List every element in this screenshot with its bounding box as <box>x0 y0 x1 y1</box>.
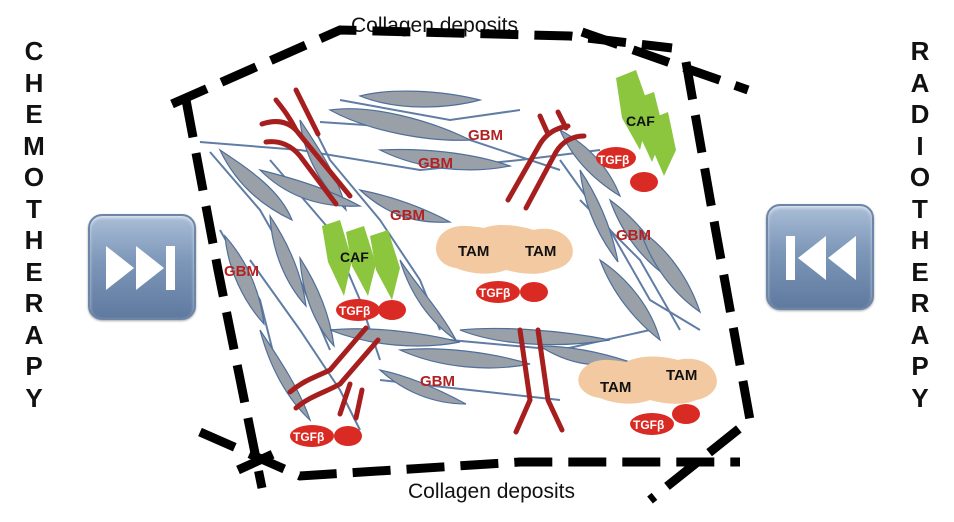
fast-forward-button[interactable] <box>88 214 196 320</box>
tgfb-center: TGFβ <box>476 281 548 303</box>
vertical-letter: E <box>25 256 43 287</box>
vertical-letter: A <box>910 67 930 98</box>
vertical-letter: R <box>910 36 930 66</box>
vertical-letter: Y <box>911 382 929 413</box>
gbm-label: GBM <box>616 227 651 244</box>
tgfb-label: TGFβ <box>598 153 629 167</box>
vertical-letter: D <box>910 99 930 129</box>
vertical-letter: A <box>24 319 44 350</box>
tgfb-bottom-right: TGFβ <box>630 404 700 435</box>
tgfb-top-right: TGFβ <box>596 147 658 192</box>
vertical-letter: E <box>25 99 43 129</box>
tam-label: TAM <box>525 243 556 260</box>
caf-cluster-top-right: CAF <box>616 70 676 176</box>
tgfb-center-left: TGFβ <box>336 299 406 321</box>
vertical-letter: M <box>23 130 45 161</box>
vertical-letter: I <box>916 130 924 161</box>
vertical-letter: R <box>910 288 930 318</box>
vertical-letter: A <box>910 319 930 350</box>
vertical-letter: O <box>23 162 45 192</box>
fast-forward-icon <box>106 246 175 290</box>
vertical-letter: H <box>910 225 930 255</box>
vertical-letter: R <box>24 288 44 318</box>
gbm-label: GBM <box>468 127 503 144</box>
vertical-letter: H <box>24 225 44 255</box>
gbm-label: GBM <box>418 155 453 172</box>
tgfb-label: TGFβ <box>339 304 370 318</box>
tam-label: TAM <box>458 243 489 260</box>
vertical-letter: T <box>26 193 42 224</box>
vertical-letter: T <box>912 193 928 224</box>
gbm-label: GBM <box>390 207 425 224</box>
tam-label: TAM <box>666 367 697 384</box>
caf-label: CAF <box>340 249 369 265</box>
tgfb-label: TGFβ <box>293 430 324 444</box>
fast-rewind-button[interactable] <box>766 204 874 310</box>
gbm-label: GBM <box>224 263 259 280</box>
tam-cluster-bottom-right: TAM TAM <box>578 356 717 404</box>
fast-rewind-icon <box>786 236 856 280</box>
vertical-letter: O <box>909 162 931 192</box>
vertical-letter: P <box>911 351 929 381</box>
tgfb-bottom-left: TGFβ <box>290 425 362 447</box>
vertical-letter: Y <box>25 382 43 413</box>
caf-label: CAF <box>626 113 655 129</box>
tam-cluster-center: TAM TAM <box>435 224 573 274</box>
vertical-letter: P <box>25 351 43 381</box>
collagen-boundary <box>170 25 755 504</box>
collagen-deposits-bottom-label: Collagen deposits <box>408 480 575 503</box>
tam-label: TAM <box>600 379 631 396</box>
tgfb-molecules: TGFβ TGFβ TGFβ TGFβ TGFβ <box>290 147 700 447</box>
caf-cluster-left: CAF <box>322 220 400 300</box>
gbm-labels: GBM GBM GBM GBM GBM GBM <box>224 127 651 390</box>
gbm-label: GBM <box>420 373 455 390</box>
blood-vessels <box>259 87 587 435</box>
vertical-letter: C <box>24 36 44 66</box>
tgfb-label: TGFβ <box>633 418 664 432</box>
gbm-cells <box>218 90 702 422</box>
tgfb-label: TGFβ <box>479 286 510 300</box>
vertical-letter: E <box>911 256 929 287</box>
vertical-letter: H <box>24 67 44 98</box>
